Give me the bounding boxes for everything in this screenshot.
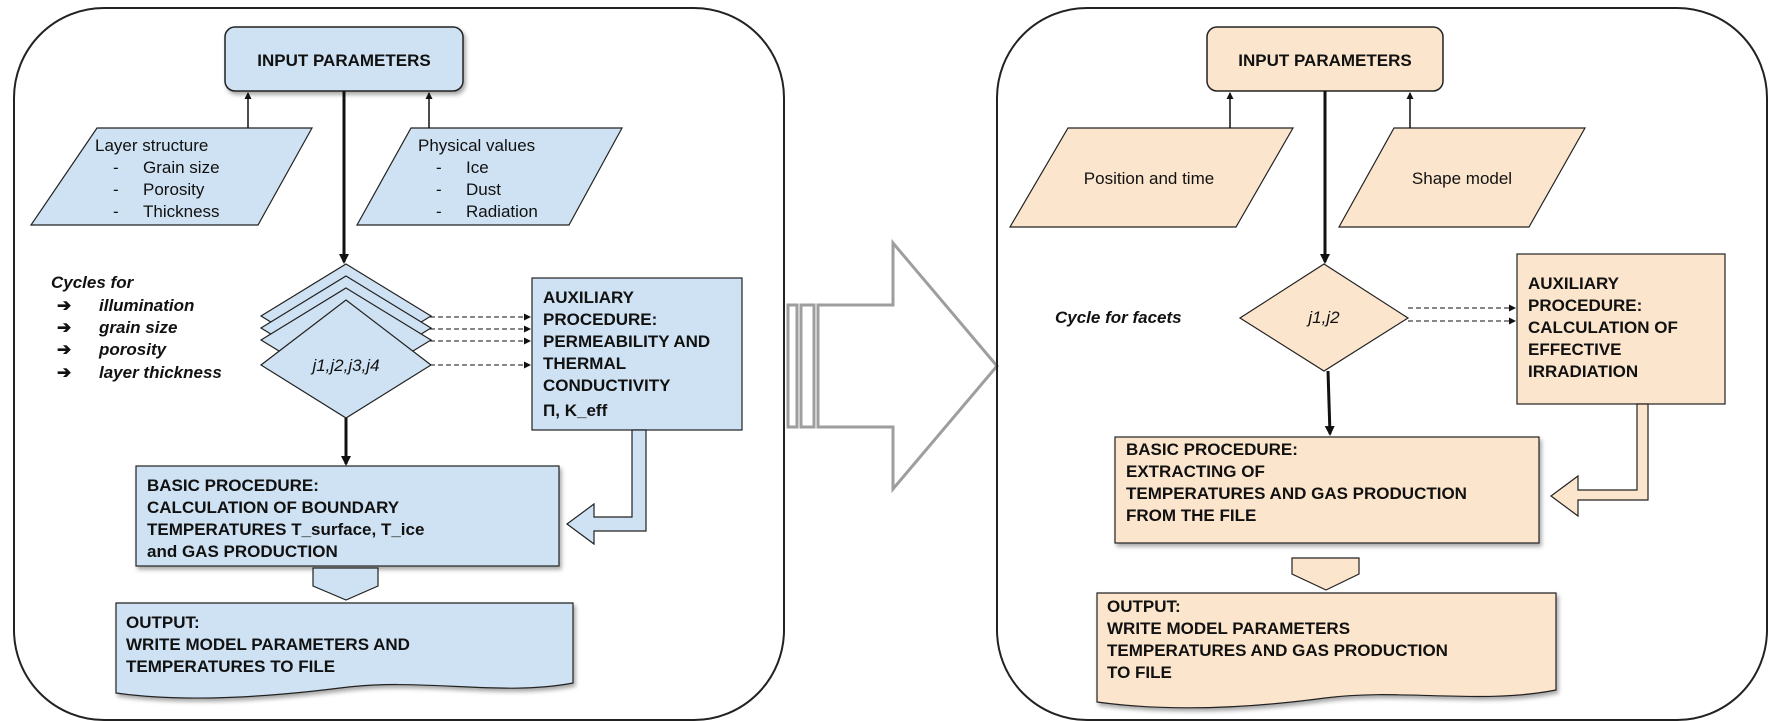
right-output-document: OUTPUT: WRITE MODEL PARAMETERS TEMPERATU… xyxy=(1096,592,1557,709)
aux-line: THERMAL xyxy=(543,354,626,373)
layer-structure-item: Thickness xyxy=(143,202,220,221)
cycle-for-facets-label: Cycle for facets xyxy=(1055,308,1182,327)
right-input-title: INPUT PARAMETERS xyxy=(1238,51,1411,70)
output-line: OUTPUT: xyxy=(126,613,200,632)
position-time-parallelogram: Position and time xyxy=(1008,127,1295,228)
basic-line: TEMPERATURES AND GAS PRODUCTION xyxy=(1126,484,1467,503)
position-time-label: Position and time xyxy=(1084,169,1214,188)
aux-line: CONDUCTIVITY xyxy=(543,376,671,395)
aux-line: AUXILIARY xyxy=(543,288,635,307)
cycle-item: illumination xyxy=(99,296,194,315)
dashed-arrows-to-auxiliary xyxy=(430,313,531,369)
arrow-diamond-to-basic xyxy=(1324,370,1335,436)
shape-model-label: Shape model xyxy=(1412,169,1512,188)
bullet-dash: - xyxy=(113,180,119,199)
facet-cycle-diamond: j1,j2 xyxy=(1238,263,1410,372)
bullet-dash: - xyxy=(113,202,119,221)
bullet-dash: - xyxy=(436,180,442,199)
left-input-title: INPUT PARAMETERS xyxy=(257,51,430,70)
left-diamond-label: j1,j2,j3,j4 xyxy=(310,356,379,375)
aux-line: AUXILIARY xyxy=(1528,274,1620,293)
left-input-parameters-box: INPUT PARAMETERS xyxy=(224,26,464,92)
physical-values-parallelogram: Physical values - Ice - Dust - Radiation xyxy=(355,127,624,226)
basic-line: BASIC PROCEDURE: xyxy=(147,476,319,495)
transition-arrow xyxy=(786,238,999,494)
right-diamond-label: j1,j2 xyxy=(1306,308,1340,327)
physical-values-item: Ice xyxy=(466,158,489,177)
cycle-item: layer thickness xyxy=(99,363,222,382)
basic-line: TEMPERATURES T_surface, T_ice xyxy=(147,520,424,539)
layer-structure-item: Grain size xyxy=(143,158,220,177)
basic-line: and GAS PRODUCTION xyxy=(147,542,338,561)
cycle-arrow-icon: ➔ xyxy=(57,363,71,382)
left-panel-frame xyxy=(13,7,785,721)
cycles-list: Cycles for ➔ illumination ➔ grain size ➔… xyxy=(51,273,222,382)
layer-structure-title: Layer structure xyxy=(95,136,208,155)
bullet-dash: - xyxy=(113,158,119,177)
basic-line: CALCULATION OF BOUNDARY xyxy=(147,498,400,517)
basic-line: FROM THE FILE xyxy=(1126,506,1256,525)
cycles-title: Cycles for xyxy=(51,273,135,292)
dashed-arrows-to-right-auxiliary xyxy=(1408,304,1516,325)
layer-structure-parallelogram: Layer structure - Grain size - Porosity … xyxy=(29,127,314,226)
left-output-document: OUTPUT: WRITE MODEL PARAMETERS AND TEMPE… xyxy=(115,602,574,699)
cycle-arrow-icon: ➔ xyxy=(57,318,71,337)
basic-line: EXTRACTING OF xyxy=(1126,462,1265,481)
cycle-item: grain size xyxy=(98,318,177,337)
layer-structure-item: Porosity xyxy=(143,180,205,199)
output-line: OUTPUT: xyxy=(1107,597,1181,616)
left-hollow-arrow-aux-to-basic xyxy=(565,429,647,546)
cycle-arrow-icon: ➔ xyxy=(57,340,71,359)
output-line: TEMPERATURES TO FILE xyxy=(126,657,335,676)
bullet-dash: - xyxy=(436,202,442,221)
cycle-arrow-icon: ➔ xyxy=(57,296,71,315)
cycle-diamond-stack: j1,j2,j3,j4 xyxy=(259,263,433,419)
right-basic-procedure-box: BASIC PROCEDURE: EXTRACTING OF TEMPERATU… xyxy=(1114,436,1540,544)
left-auxiliary-procedure-box: AUXILIARY PROCEDURE: PERMEABILITY AND TH… xyxy=(531,277,743,431)
output-line: WRITE MODEL PARAMETERS xyxy=(1107,619,1350,638)
left-basic-procedure-box: BASIC PROCEDURE: CALCULATION OF BOUNDARY… xyxy=(135,465,560,567)
physical-values-item: Radiation xyxy=(466,202,538,221)
aux-line: PROCEDURE: xyxy=(1528,296,1642,315)
output-line: TO FILE xyxy=(1107,663,1172,682)
physical-values-item: Dust xyxy=(466,180,501,199)
left-connector-shape xyxy=(312,567,379,601)
right-input-parameters-box: INPUT PARAMETERS xyxy=(1206,26,1444,92)
shape-model-parallelogram: Shape model xyxy=(1337,127,1587,228)
physical-values-title: Physical values xyxy=(418,136,535,155)
aux-line: PROCEDURE: xyxy=(543,310,657,329)
basic-line: BASIC PROCEDURE: xyxy=(1126,440,1298,459)
aux-line: CALCULATION OF xyxy=(1528,318,1678,337)
aux-line: Π, K_eff xyxy=(543,401,608,420)
right-auxiliary-procedure-box: AUXILIARY PROCEDURE: CALCULATION OF EFFE… xyxy=(1516,253,1726,405)
cycle-item: porosity xyxy=(98,340,168,359)
bullet-dash: - xyxy=(436,158,442,177)
aux-line: EFFECTIVE xyxy=(1528,340,1622,359)
output-line: WRITE MODEL PARAMETERS AND xyxy=(126,635,410,654)
aux-line: IRRADIATION xyxy=(1528,362,1638,381)
right-connector-shape xyxy=(1291,557,1360,591)
right-hollow-arrow-aux-to-basic xyxy=(1549,403,1649,518)
aux-line: PERMEABILITY AND xyxy=(543,332,710,351)
right-panel-frame xyxy=(996,7,1768,721)
output-line: TEMPERATURES AND GAS PRODUCTION xyxy=(1107,641,1448,660)
